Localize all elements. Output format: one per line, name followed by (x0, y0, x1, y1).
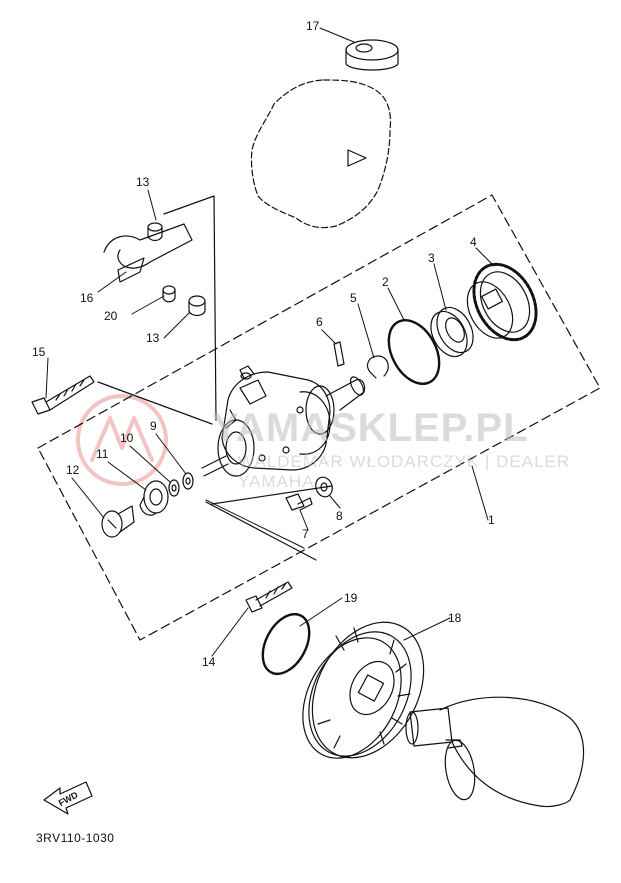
part-7-bolt (285, 493, 313, 511)
oil-pump-assembly-boundary (37, 194, 601, 641)
part-19-o-ring (261, 613, 311, 675)
part-10-washer (168, 479, 180, 497)
callout-9: 9 (150, 419, 157, 433)
callout-3: 3 (428, 251, 435, 265)
callout-7: 7 (302, 527, 309, 541)
callout-5: 5 (350, 291, 357, 305)
callout-labels: 17 13 16 20 13 15 6 5 2 3 4 9 10 11 12 8 7 1 19 18 14 (32, 19, 495, 669)
part-3-bearing (430, 306, 474, 358)
crankshaft-end (405, 696, 585, 808)
part-15-bolt (31, 375, 95, 415)
callout-13: 13 (146, 331, 160, 345)
callout-11: 11 (96, 447, 109, 461)
watermark-logo-icon (76, 394, 168, 486)
callout-8: 8 (336, 509, 343, 523)
callout-10: 10 (120, 431, 134, 445)
part-17-cover (250, 39, 399, 229)
part-20-collar (162, 285, 176, 303)
part-9-washer (182, 472, 194, 490)
part-5-circlip (366, 355, 389, 379)
part-14-bolt (245, 581, 293, 613)
oil-pump-body (201, 365, 366, 477)
callout-17: 17 (306, 19, 320, 33)
callout-16: 16 (80, 291, 94, 305)
part-13-upper-collar (147, 222, 163, 242)
callout-13: 13 (136, 175, 150, 189)
callout-2: 2 (382, 275, 389, 289)
callout-4: 4 (470, 235, 477, 249)
part-13-lower-collar (188, 295, 206, 317)
callout-6: 6 (316, 315, 323, 329)
diagram-code: 3RV110-1030 (36, 831, 115, 845)
part-11-nut (139, 480, 169, 516)
callout-12: 12 (66, 463, 80, 477)
part-12-plug (101, 505, 135, 538)
callout-19: 19 (344, 591, 358, 605)
callout-15: 15 (32, 345, 46, 359)
callout-18: 18 (448, 611, 462, 625)
callout-20: 20 (104, 309, 118, 323)
callout-1: 1 (488, 513, 495, 527)
part-4-gear (466, 262, 538, 342)
part-16-pipe (103, 223, 193, 283)
callout-14: 14 (202, 655, 216, 669)
leader-lines (45, 27, 495, 657)
part-2-o-ring (387, 319, 441, 385)
part-6-dowel-pin (333, 341, 345, 367)
fwd-arrow-icon (43, 781, 93, 815)
part-18-drive-gear (302, 621, 425, 759)
